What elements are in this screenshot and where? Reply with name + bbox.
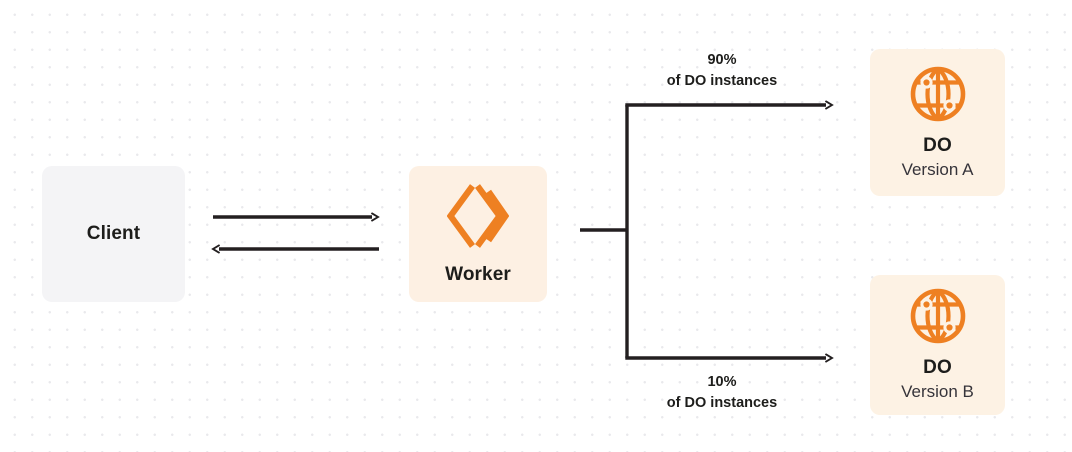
node-do-b-label: DO	[923, 357, 952, 379]
edge-label-do-a-percent: 90%	[707, 52, 737, 68]
node-do-a-label: DO	[923, 134, 952, 156]
node-do-a[interactable]: DO Version A	[870, 49, 1005, 196]
node-do-b-text: DO Version B	[901, 357, 974, 402]
durable-object-globe-icon	[909, 65, 967, 123]
edge-label-do-b: 10% of DO instances	[627, 372, 817, 414]
durable-object-globe-icon	[909, 287, 967, 345]
edge-label-do-b-percent: 10%	[707, 374, 737, 390]
edge-label-do-a: 90% of DO instances	[627, 50, 817, 92]
node-do-a-text: DO Version A	[902, 135, 974, 180]
node-do-b-sublabel: Version B	[901, 382, 974, 402]
edge-label-do-b-text: of DO instances	[666, 395, 778, 412]
edge-label-do-a-text: of DO instances	[666, 73, 778, 90]
node-worker[interactable]: Worker	[409, 166, 547, 302]
node-do-a-sublabel: Version A	[901, 159, 974, 179]
node-do-b[interactable]: DO Version B	[870, 275, 1005, 415]
cloudflare-workers-icon	[446, 182, 510, 250]
node-client[interactable]: Client	[42, 166, 185, 302]
node-worker-label: Worker	[445, 263, 511, 285]
node-client-label: Client	[86, 222, 141, 244]
